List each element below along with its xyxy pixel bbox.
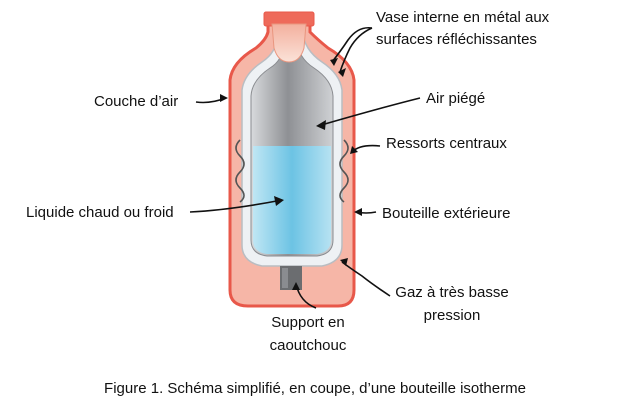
figure-caption: Figure 1. Schéma simplifié, en coupe, d’… — [104, 380, 526, 397]
label-liquid: Liquide chaud ou froid — [26, 204, 174, 221]
spring-left — [235, 139, 245, 203]
label-air-layer: Couche d’air — [94, 93, 179, 110]
label-springs: Ressorts centraux — [386, 135, 507, 152]
label-trapped-air: Air piégé — [426, 90, 486, 107]
label-gas-line1: Gaz à très basse — [395, 284, 509, 301]
arrow-heads — [220, 58, 362, 290]
stopper — [271, 23, 307, 63]
spring-right — [339, 139, 349, 203]
label-outer-bottle: Bouteille extérieure — [382, 205, 511, 222]
label-inner-vessel-line2: surfaces réfléchissantes — [376, 31, 537, 48]
label-support-line1: Support en — [271, 314, 345, 331]
label-support-line2: caoutchouc — [269, 337, 347, 354]
label-inner-vessel-line1: Vase interne en métal aux — [376, 9, 550, 26]
liquid — [253, 146, 331, 254]
label-gas-line2: pression — [423, 307, 481, 324]
